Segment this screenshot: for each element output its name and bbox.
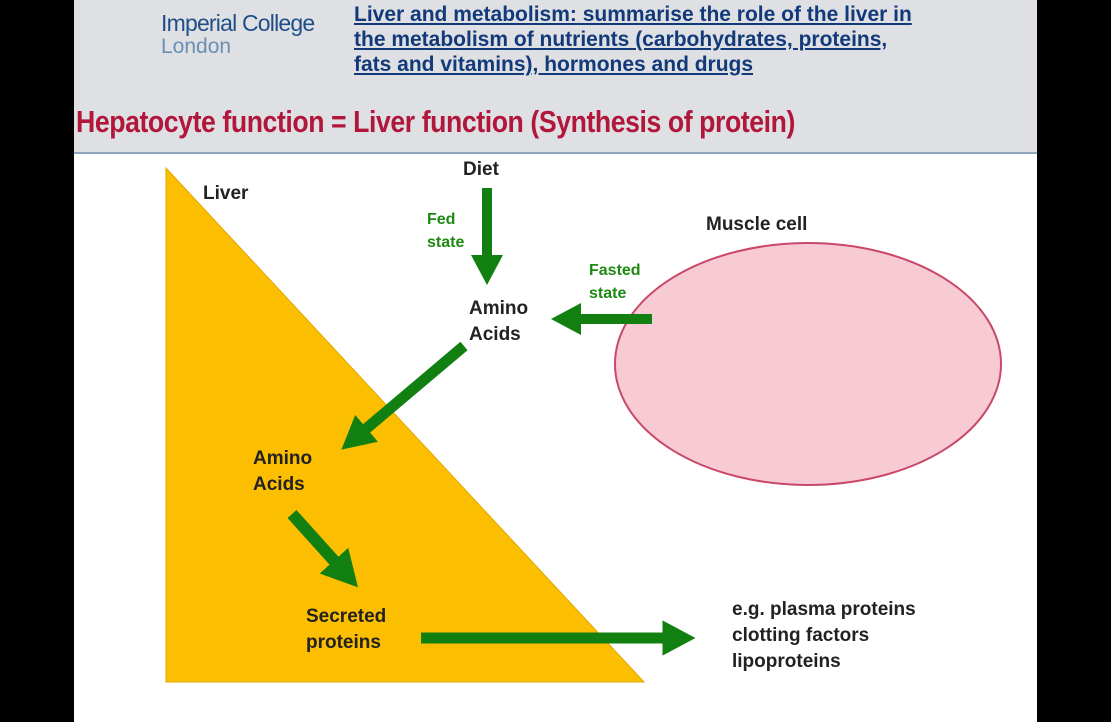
topic-line-3: fats and vitamins), hormones and drugs — [354, 53, 754, 76]
synthesis-arrow — [287, 509, 359, 588]
liver-triangle — [165, 166, 646, 683]
topic-heading[interactable]: Liver and metabolism: summarise the role… — [354, 2, 1034, 77]
protein-synthesis-diagram — [165, 166, 1002, 683]
amino-acids-blood-line-2: Acids — [469, 324, 521, 345]
muscle-cell-label: Muscle cell — [706, 214, 808, 235]
example-plasma-proteins: e.g. plasma proteins — [732, 599, 916, 620]
topic-line-1: Liver and metabolism: summarise the role… — [354, 3, 912, 26]
to-liver-arrow — [341, 341, 468, 450]
slide: Imperial College London Liver and metabo… — [74, 0, 1037, 722]
amino-acids-liver-line-1: Amino — [253, 448, 313, 469]
secreted-proteins-label: Secreted proteins — [306, 604, 386, 656]
amino-acids-blood-line-1: Amino — [469, 298, 529, 319]
slide-title: Hepatocyte function = Liver function (Sy… — [76, 104, 795, 139]
topic-line-2: the metabolism of nutrients (carbohydrat… — [354, 28, 888, 51]
secreted-proteins-line-1: Secreted — [306, 606, 387, 627]
amino-acids-liver-line-2: Acids — [253, 474, 305, 495]
liver-label: Liver — [203, 183, 249, 204]
diet-label: Diet — [463, 159, 499, 180]
protein-examples: e.g. plasma proteins clotting factors li… — [732, 597, 916, 675]
fasted-state-label: Fasted state — [589, 259, 641, 305]
slide-header: Imperial College London Liver and metabo… — [74, 0, 1037, 154]
example-clotting-factors: clotting factors — [732, 625, 870, 646]
fed-state-line-1: Fed — [427, 211, 456, 228]
fed-state-label: Fed state — [427, 208, 464, 254]
fed-state-line-2: state — [427, 234, 465, 251]
muscle-cell-ellipse — [614, 242, 1002, 486]
fasted-state-line-2: state — [589, 285, 627, 302]
example-lipoproteins: lipoproteins — [732, 651, 841, 672]
imperial-logo-line1: Imperial College — [161, 10, 315, 36]
amino-acids-liver: Amino Acids — [253, 446, 312, 498]
fasted-state-line-1: Fasted — [589, 262, 641, 279]
amino-acids-blood: Amino Acids — [469, 296, 528, 348]
imperial-logo-line2: London — [161, 35, 232, 58]
secreted-proteins-line-2: proteins — [306, 632, 381, 653]
